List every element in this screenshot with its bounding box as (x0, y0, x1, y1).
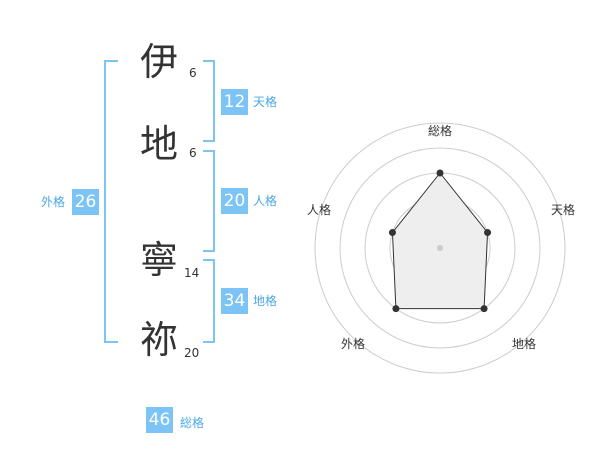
radar-axis-label-soukaku: 総格 (428, 124, 453, 138)
radar-point-2 (484, 229, 492, 237)
name-char-3: 寧 (140, 238, 179, 282)
radar-point-1 (436, 169, 444, 177)
chikaku-bracket (203, 259, 215, 343)
radar-point-4 (392, 305, 400, 313)
radar-axis-label-tenkaku: 天格 (551, 203, 576, 217)
name-char-1: 伊 (140, 40, 179, 84)
radar-axis-label-chikaku: 地格 (512, 337, 537, 351)
jinkaku-label: 人格 (253, 194, 278, 208)
radar-axis-label-jinkaku: 人格 (307, 203, 332, 217)
radar-point-5 (388, 229, 396, 237)
stroke-count-1: 6 (189, 66, 197, 80)
jinkaku-bracket (203, 150, 215, 252)
tenkaku-bracket (203, 60, 215, 142)
radar-center (437, 245, 443, 251)
name-char-4: 祢 (140, 318, 179, 362)
gaikaku-label: 外格 (41, 195, 66, 209)
tenkaku-label: 天格 (253, 95, 278, 109)
stroke-count-2: 6 (189, 146, 197, 160)
stroke-count-3: 14 (184, 266, 200, 280)
gaikaku-bracket (104, 60, 118, 343)
chikaku-label: 地格 (253, 294, 278, 308)
tenkaku-value: 12 (221, 89, 248, 115)
gaikaku-value: 26 (72, 189, 99, 215)
soukaku-label: 総格 (180, 416, 205, 430)
radar-ring (339, 147, 541, 349)
soukaku-value: 46 (146, 407, 173, 433)
jinkaku-value: 20 (221, 188, 248, 214)
radar-point-3 (480, 305, 488, 313)
radar-ring (314, 122, 566, 374)
stroke-count-4: 20 (184, 346, 200, 360)
radar-axis-label-gaikaku: 外格 (341, 337, 366, 351)
name-char-2: 地 (140, 122, 179, 166)
radar-polygon (391, 172, 489, 310)
chikaku-value: 34 (221, 288, 248, 314)
